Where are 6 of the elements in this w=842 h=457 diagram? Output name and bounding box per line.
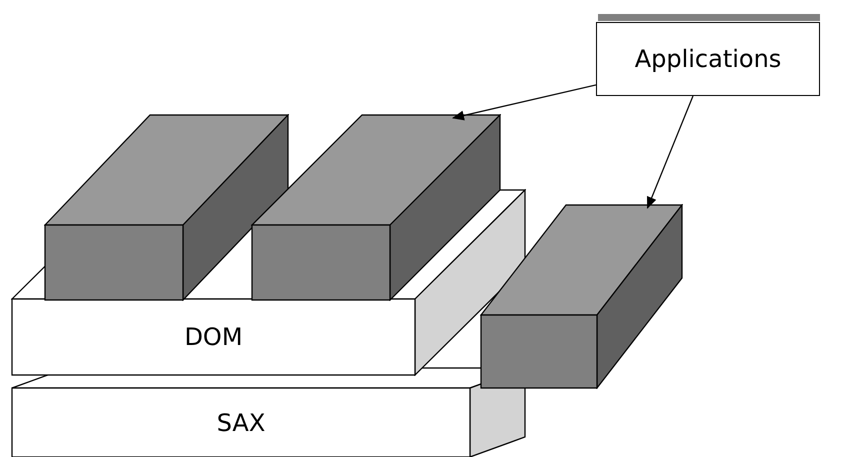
layer-label: SAX <box>216 408 266 438</box>
arrow <box>452 84 596 120</box>
label-text: Applications <box>634 44 782 75</box>
arrow <box>646 96 694 209</box>
layer-label: DOM <box>184 322 243 353</box>
label-box <box>596 22 820 96</box>
